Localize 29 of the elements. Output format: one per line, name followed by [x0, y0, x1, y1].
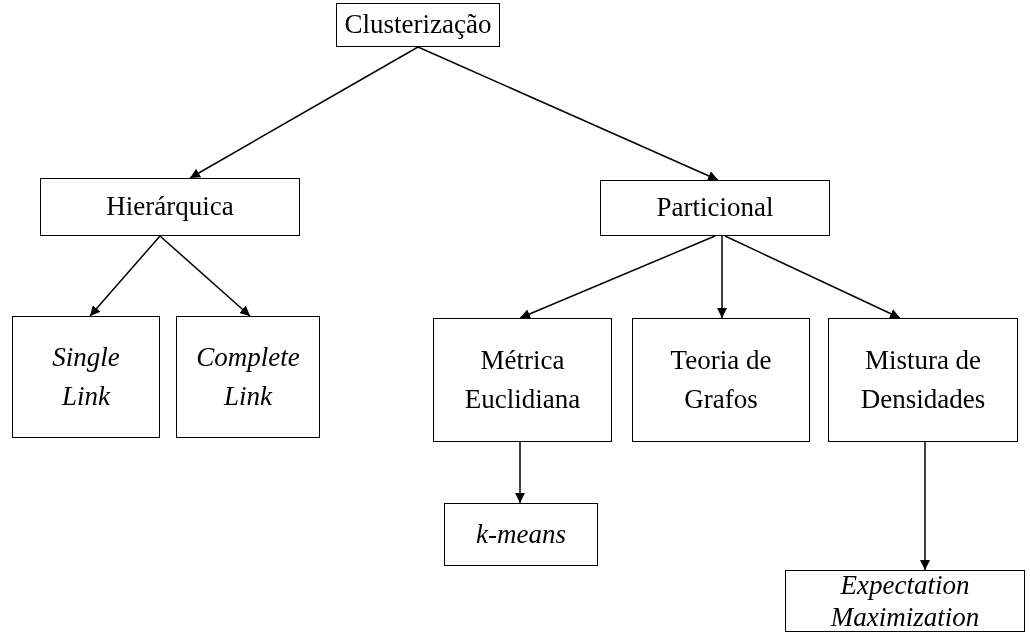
- node-label: Clusterização: [344, 8, 492, 42]
- arrow: [417, 46, 719, 181]
- arrow: [724, 235, 901, 319]
- node-label: Mistura de Densidades: [859, 343, 987, 416]
- arrow: [519, 235, 716, 319]
- node-label: Métrica Euclidiana: [463, 343, 582, 416]
- node-label: Teoria de Grafos: [669, 343, 773, 416]
- node-box: [828, 318, 1018, 442]
- node-label: Expectation Maximization: [829, 568, 981, 633]
- node-box: [336, 3, 500, 47]
- node-label: Particional: [656, 191, 774, 225]
- arrow: [515, 441, 525, 504]
- arrow: [920, 441, 930, 571]
- node-label: Complete Link: [195, 340, 301, 413]
- node-label: k-means: [476, 517, 566, 551]
- node-label: Single Link: [51, 340, 121, 413]
- node-box: [433, 318, 612, 442]
- node-box: [12, 316, 160, 438]
- arrow: [159, 235, 251, 317]
- arrow: [89, 235, 161, 317]
- arrow: [189, 46, 419, 179]
- node-box: [785, 570, 1025, 632]
- node-label: Hierárquica: [106, 190, 234, 224]
- node-box: [632, 318, 810, 442]
- node-box: [40, 178, 300, 236]
- node-box: [444, 503, 598, 566]
- node-box: [176, 316, 320, 438]
- node-box: [600, 180, 830, 236]
- arrow: [717, 235, 727, 319]
